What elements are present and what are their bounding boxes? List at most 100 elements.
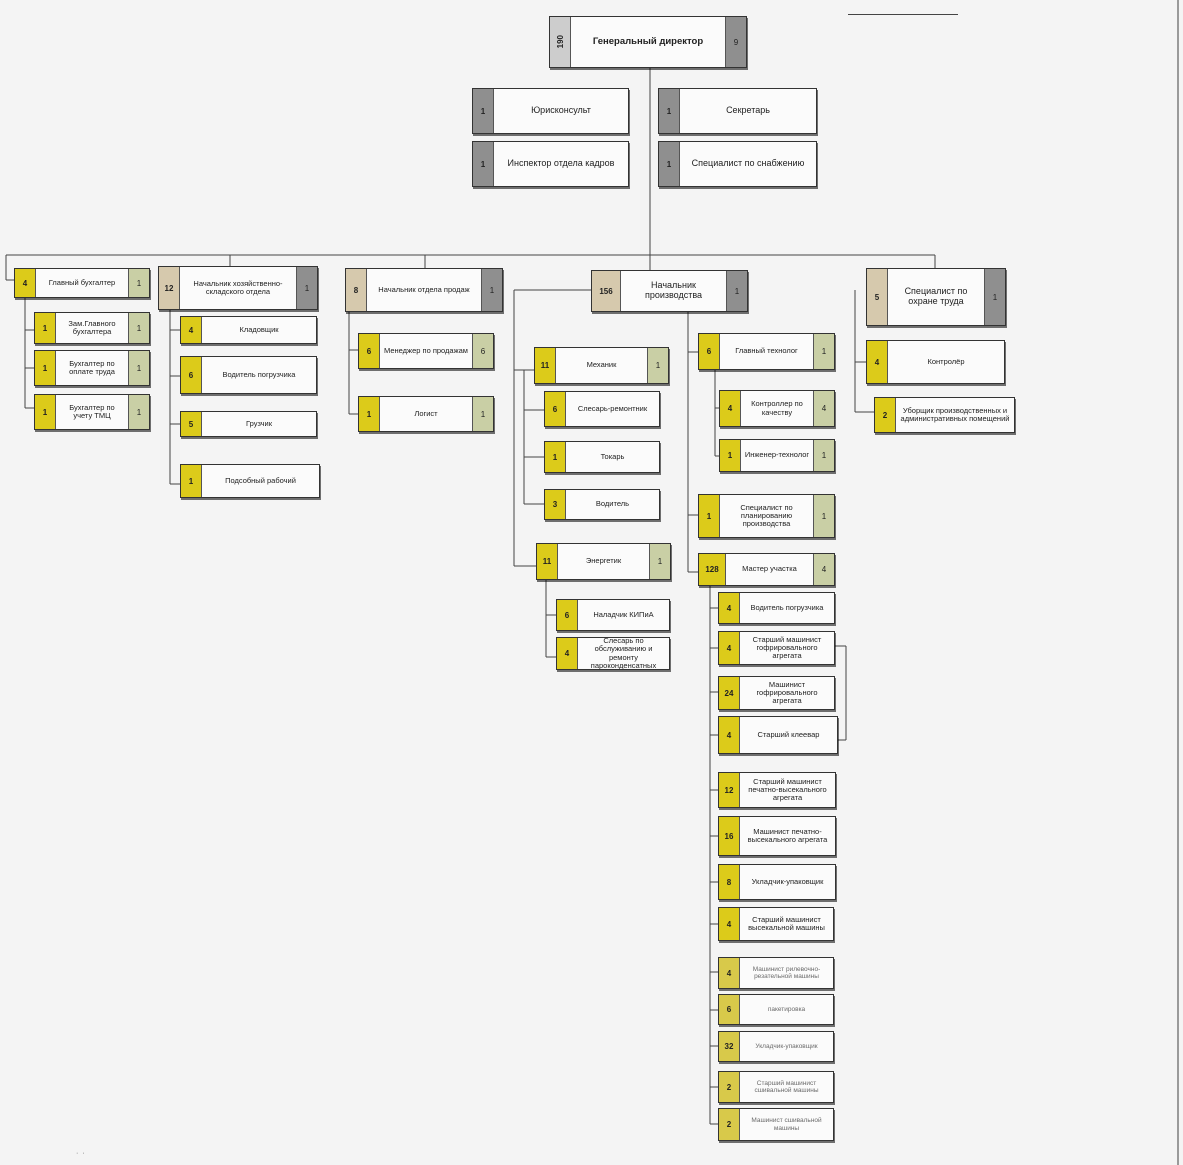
position-count: 1: [35, 351, 56, 385]
position-label: Специалист по планированию производства: [740, 502, 793, 529]
position-count: 8: [719, 865, 740, 899]
position-box[interactable]: 6 Слесарь-ремонтник: [544, 391, 660, 427]
dept-head-warehouse[interactable]: 12 Начальник хозяйственно-складского отд…: [158, 266, 318, 310]
dept-count: 8: [346, 269, 367, 311]
position-count: 11: [537, 544, 558, 579]
position-box[interactable]: 4 Старший машинист высекальной машины: [718, 907, 834, 941]
dept-count: 12: [159, 267, 180, 309]
staff-label: Юрисконсульт: [531, 105, 591, 116]
dept-head-sales[interactable]: 8 Начальник отдела продаж 1: [345, 268, 503, 312]
position-sub: 1: [649, 544, 670, 579]
position-count: 1: [35, 395, 56, 429]
position-box[interactable]: 6 Водитель погрузчика: [180, 356, 317, 394]
position-count: 2: [875, 398, 896, 432]
staff-count: 1: [473, 142, 494, 186]
position-count: 24: [719, 677, 740, 709]
energy-box[interactable]: 11 Энергетик 1: [536, 543, 671, 580]
dept-sub: 1: [726, 271, 747, 311]
position-box[interactable]: 2 Старший машинист сшивальной машины: [718, 1071, 834, 1103]
position-box[interactable]: 4 Водитель погрузчика: [718, 592, 835, 624]
position-box[interactable]: 2 Машинист сшивальной машины: [718, 1108, 834, 1141]
position-count: 4: [720, 391, 741, 426]
frame-edge: [1177, 0, 1179, 1165]
technologist-box[interactable]: 6 Главный технолог 1: [698, 333, 835, 370]
staff-box-legal[interactable]: 1 Юрисконсульт: [472, 88, 629, 134]
position-count: 4: [719, 632, 740, 664]
position-box[interactable]: 4 Контролёр: [866, 340, 1005, 384]
master-box[interactable]: 128 Мастер участка 4: [698, 553, 835, 586]
signature-line: [848, 14, 958, 15]
position-count: 3: [545, 490, 566, 519]
dept-sub: 1: [128, 269, 149, 297]
position-box[interactable]: 4 Старший клеевар: [718, 716, 838, 754]
position-box[interactable]: 4 Старший машинист гофрировального агрег…: [718, 631, 835, 665]
position-box[interactable]: 1 Бухгалтер по оплате труда 1: [34, 350, 150, 386]
position-count: 1: [699, 495, 720, 537]
position-box[interactable]: 1 Логист 1: [358, 396, 494, 432]
dept-head-accounting[interactable]: 4 Главный бухгалтер 1: [14, 268, 150, 298]
dept-head-safety[interactable]: 5 Специалист по охране труда 1: [866, 268, 1006, 326]
staff-box-hr[interactable]: 1 Инспектор отдела кадров: [472, 141, 629, 187]
position-box[interactable]: 4 Контроллер по качеству 4: [719, 390, 835, 427]
position-label: Менеджер по продажам: [384, 345, 468, 355]
staff-box-secretary[interactable]: 1 Секретарь: [658, 88, 817, 134]
position-count: 6: [359, 334, 380, 368]
position-sub: 1: [472, 397, 493, 431]
dept-head-production[interactable]: 156 Начальник производства 1: [591, 270, 748, 312]
position-sub: 1: [128, 351, 149, 385]
dept-title: Специалист по охране труда: [904, 286, 968, 306]
position-count: 4: [719, 717, 740, 753]
position-box[interactable]: 1 Токарь: [544, 441, 660, 473]
position-label: Машинист сшивальной машины: [751, 1117, 822, 1132]
position-box[interactable]: 12 Старший машинист печатно-высекального…: [718, 772, 836, 808]
position-box[interactable]: 1 Бухгалтер по учету ТМЦ 1: [34, 394, 150, 430]
position-box[interactable]: 1 Подсобный рабочий: [180, 464, 320, 498]
position-count: 128: [699, 554, 726, 585]
position-label: Главный технолог: [735, 346, 798, 356]
staff-box-supply[interactable]: 1 Специалист по снабжению: [658, 141, 817, 187]
position-box[interactable]: 4 Слесарь по обслуживанию и ремонту паро…: [556, 637, 670, 670]
mechanic-box[interactable]: 11 Механик 1: [534, 347, 669, 384]
position-count: 4: [719, 593, 740, 623]
position-box[interactable]: 5 Грузчик: [180, 411, 317, 437]
position-count: 1: [35, 313, 56, 343]
planner-box[interactable]: 1 Специалист по планированию производств…: [698, 494, 835, 538]
position-count: 6: [545, 392, 566, 426]
position-label: Бухгалтер по учету ТМЦ: [69, 402, 115, 420]
position-box[interactable]: 1 Инженер-технолог 1: [719, 439, 835, 472]
footnote-glyph: · ·: [76, 1150, 86, 1157]
position-box[interactable]: 24 Машинист гофрировального агрегата: [718, 676, 835, 710]
position-box[interactable]: 1 Зам.Главного бухгалтера 1: [34, 312, 150, 344]
footnote-text: · ·: [76, 1150, 86, 1157]
position-box[interactable]: 6 Наладчик КИПиА: [556, 599, 670, 631]
position-box[interactable]: 32 Укладчик-упаковщик: [718, 1031, 834, 1062]
position-box[interactable]: 4 Машинист рилевочно-резательной машины: [718, 957, 834, 989]
position-label: Старший машинист высекальной машины: [748, 914, 825, 932]
dept-count: 156: [592, 271, 621, 311]
position-box[interactable]: 16 Машинист печатно-высекального агрегат…: [718, 816, 836, 856]
dept-sub: 1: [296, 267, 317, 309]
dept-title: Начальник отдела продаж: [378, 284, 470, 294]
staff-count: 1: [659, 89, 680, 133]
position-label: Подсобный рабочий: [225, 475, 296, 485]
position-count: 1: [359, 397, 380, 431]
position-sub: 1: [813, 440, 834, 471]
position-label: Укладчик-упаковщик: [755, 1042, 818, 1050]
position-box[interactable]: 6 пакетировка: [718, 994, 834, 1025]
position-box[interactable]: 8 Укладчик-упаковщик: [718, 864, 836, 900]
director-headcount: 190: [550, 17, 571, 67]
position-label: Машинист гофрировального агрегата: [756, 679, 818, 706]
position-box[interactable]: 6 Менеджер по продажам 6: [358, 333, 494, 369]
dept-title: Главный бухгалтер: [48, 277, 116, 287]
staff-label: Специалист по снабжению: [691, 158, 805, 169]
position-count: 11: [535, 348, 556, 383]
position-box[interactable]: 3 Водитель: [544, 489, 660, 520]
position-box[interactable]: 4 Кладовщик: [180, 316, 317, 344]
director-box[interactable]: 190 Генеральный директор 9: [549, 16, 747, 68]
position-label: Токарь: [600, 451, 625, 461]
position-count: 1: [720, 440, 741, 471]
position-box[interactable]: 2 Уборщик производственных и администрат…: [874, 397, 1015, 433]
position-label: Кладовщик: [239, 324, 279, 334]
